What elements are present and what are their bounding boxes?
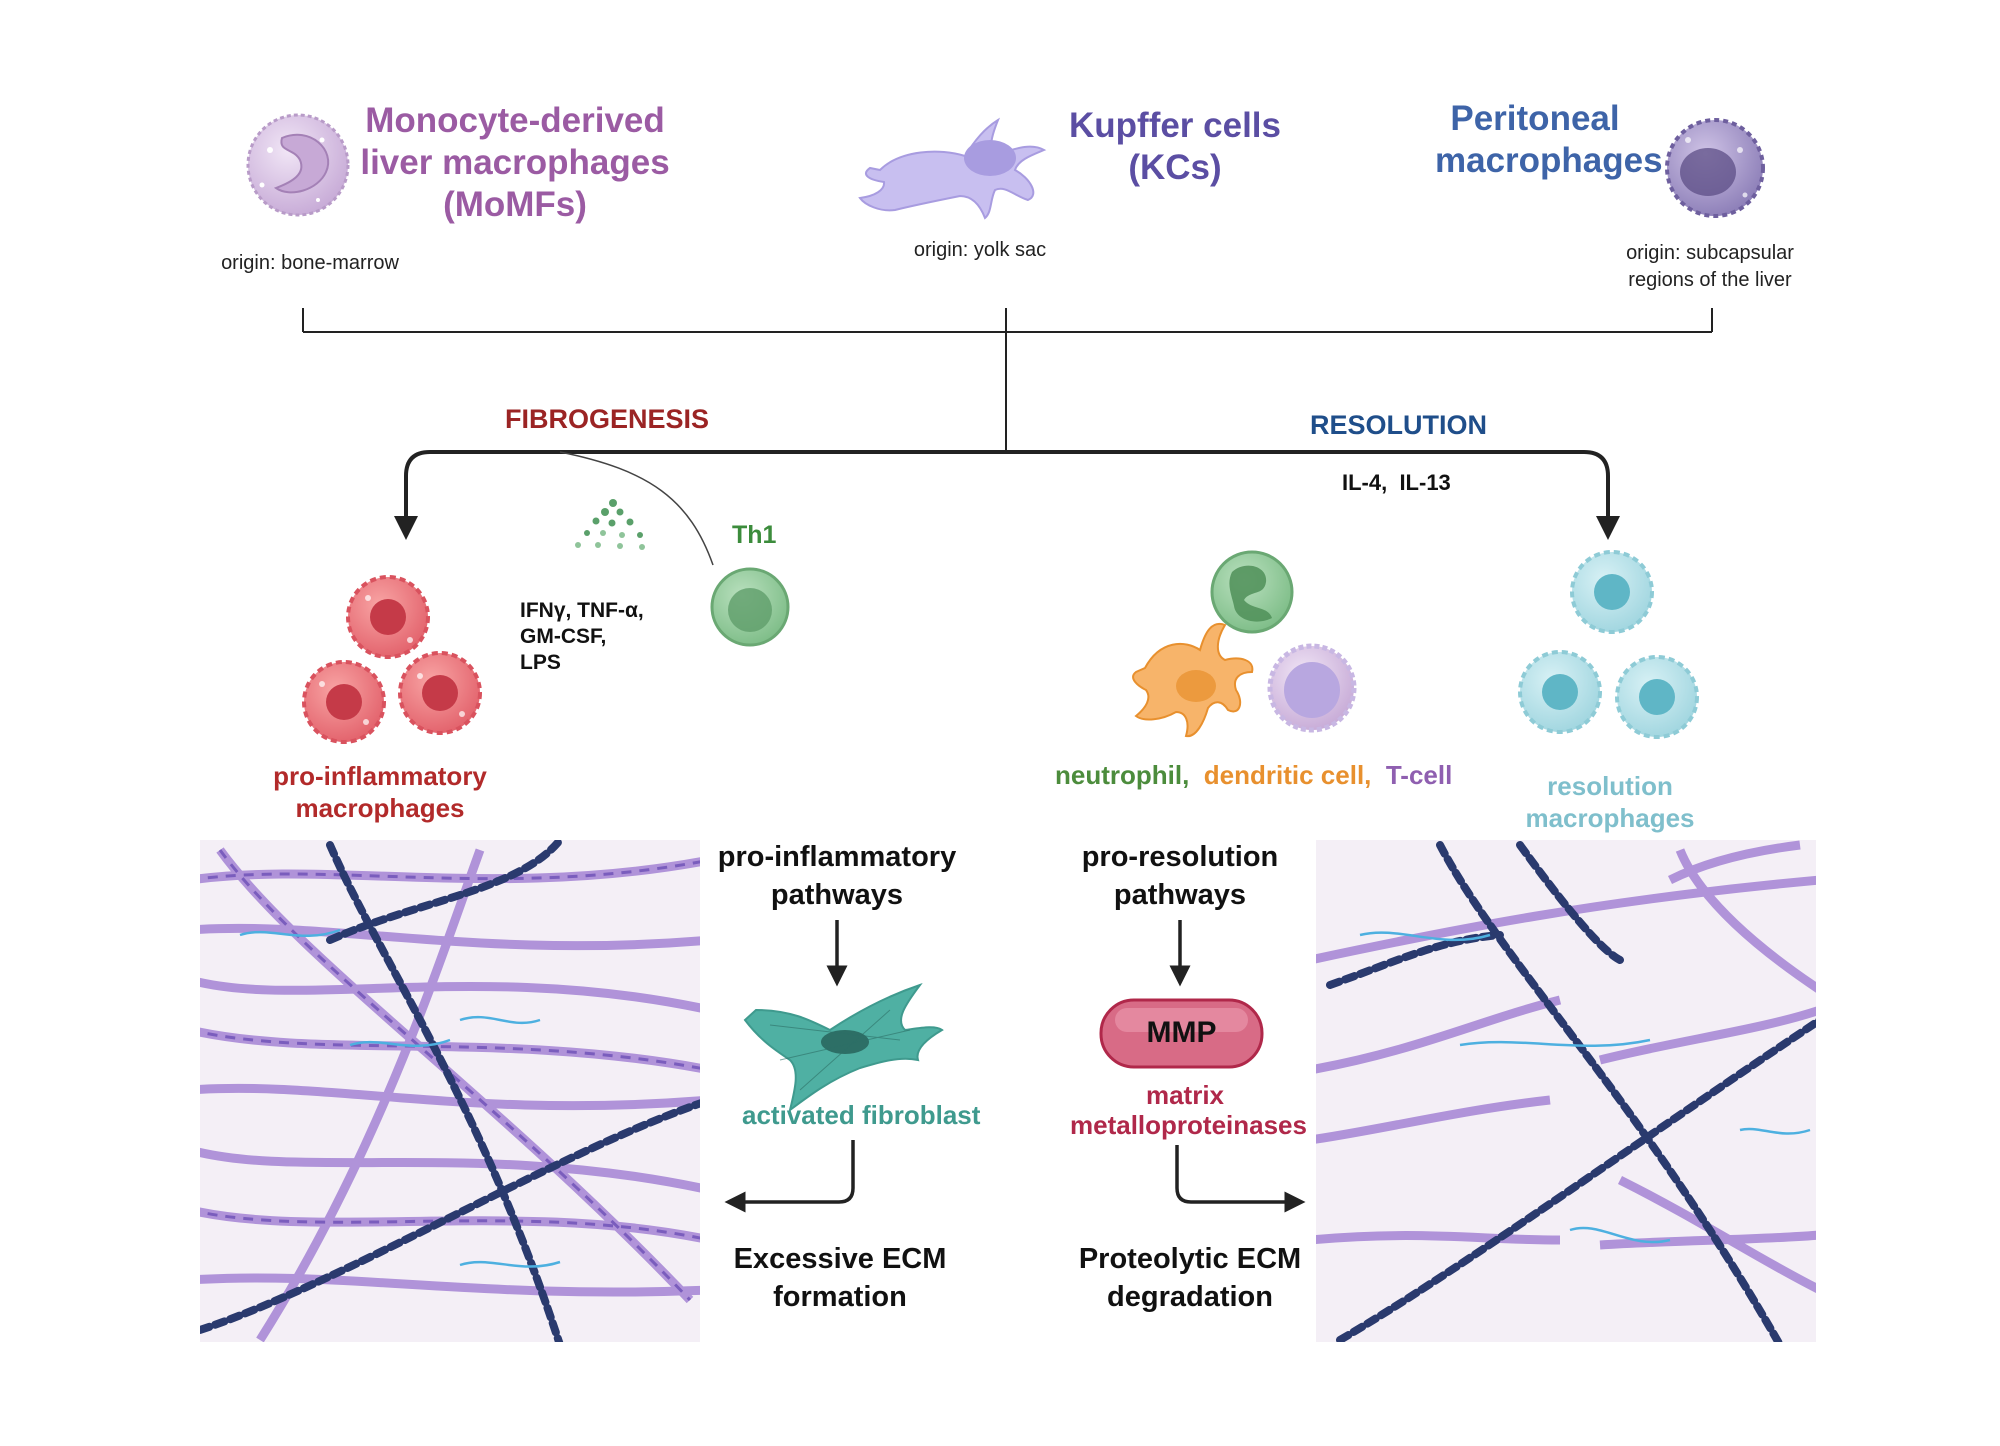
activated-fibroblast-label: activated fibroblast	[742, 1100, 981, 1130]
peritoneal-origin-line-2: regions of the liver	[1628, 269, 1792, 291]
prp-line-1: pro-resolution	[1081, 841, 1279, 873]
peritoneal-title-line-1: Peritoneal	[1450, 99, 1620, 138]
mmp-caption-line-2: metalloproteinases	[1070, 1110, 1307, 1140]
mmp-caption: matrix metalloproteinases	[1070, 1080, 1307, 1140]
cytokine-line-2: GM-CSF,	[520, 625, 607, 648]
pim-line-2: macrophages	[295, 793, 465, 823]
fibrogenic-cytokines: IFNγ, TNF-α, GM-CSF, LPS	[520, 598, 644, 676]
immune-cells-labels: neutrophil, dendritic cell, T-cell	[1055, 760, 1452, 791]
th1-connector	[559, 451, 714, 566]
pro-resolution-pathways-label: pro-resolution pathways	[1060, 838, 1300, 914]
kc-origin: origin: yolk sac	[913, 239, 1047, 261]
resolution-macrophages-icon	[1518, 550, 1699, 739]
dendritic-cell-icon	[1132, 622, 1254, 738]
mmp-caption-line-1: matrix	[1145, 1080, 1225, 1110]
pecm-line-2: degradation	[1107, 1281, 1273, 1313]
momf-title-line-1: Monocyte-derived	[365, 101, 665, 140]
momf-origin: origin: bone-marrow	[221, 252, 399, 274]
th1-cell-icon	[710, 567, 790, 647]
pip-line-2: pathways	[770, 879, 904, 911]
peritoneal-title: Peritoneal macrophages	[1435, 98, 1663, 182]
fibrogenesis-arrow	[394, 450, 1006, 540]
resolution-arrow	[1006, 450, 1620, 540]
kc-title-line-2: (KCs)	[1128, 148, 1222, 187]
activated-fibroblast-icon	[743, 983, 944, 1113]
prp-line-2: pathways	[1113, 879, 1247, 911]
mmp-to-ecm-arrow	[1175, 1145, 1306, 1213]
pro-inflammatory-pathways-label: pro-inflammatory pathways	[717, 838, 957, 914]
neutrophil-label: neutrophil,	[1055, 760, 1190, 790]
rm-line-1: resolution	[1547, 771, 1673, 801]
origin-bracket	[302, 308, 1713, 450]
momf-cell-icon	[246, 113, 350, 217]
proteolytic-ecm-label: Proteolytic ECM degradation	[1065, 1240, 1315, 1316]
pim-line-1: pro-inflammatory	[273, 761, 487, 791]
resolution-cytokines: IL-4, IL-13	[1342, 470, 1451, 495]
mmp-enzyme-icon	[1099, 998, 1264, 1069]
dendritic-cell-label: dendritic cell,	[1203, 760, 1372, 790]
excessive-ecm-label: Excessive ECM formation	[710, 1240, 970, 1316]
momf-title-line-2: liver macrophages	[360, 143, 670, 182]
resolution-macrophages-label: resolution macrophages	[1510, 770, 1710, 834]
cytokine-line-3: LPS	[520, 651, 561, 674]
cytokine-particles-icon	[575, 499, 645, 550]
ecm-panel-excessive	[200, 840, 700, 1342]
resolution-label: RESOLUTION	[1310, 410, 1488, 440]
kc-title-line-1: Kupffer cells	[1069, 106, 1281, 145]
t-cell-label: T-cell	[1385, 760, 1453, 790]
kupffer-cell-icon	[858, 117, 1047, 220]
pro-inflammatory-macrophages-icon	[302, 575, 482, 744]
peritoneal-macrophage-icon	[1665, 118, 1765, 218]
pip-line-1: pro-inflammatory	[717, 841, 957, 873]
mmp-label: MMP	[1146, 1016, 1217, 1049]
ecm-panel-degraded	[1316, 840, 1816, 1342]
th1-label: Th1	[732, 521, 777, 549]
fibrogenesis-label: FIBROGENESIS	[505, 404, 710, 434]
momf-title-line-3: (MoMFs)	[443, 185, 587, 224]
pro-inflammatory-macrophages-label: pro-inflammatory macrophages	[260, 760, 500, 824]
cytokine-line-1: IFNγ, TNF-α,	[520, 599, 644, 622]
fibroblast-to-ecm-arrow	[724, 1140, 855, 1213]
neutrophil-icon	[1210, 550, 1294, 634]
rm-line-2: macrophages	[1525, 803, 1695, 833]
kc-title: Kupffer cells (KCs)	[1060, 105, 1290, 189]
pecm-line-1: Proteolytic ECM	[1078, 1243, 1302, 1275]
peritoneal-origin-line-1: origin: subcapsular	[1626, 242, 1794, 264]
eecm-line-1: Excessive ECM	[733, 1243, 947, 1275]
eecm-line-2: formation	[773, 1281, 907, 1313]
peritoneal-origin: origin: subcapsular regions of the liver	[1595, 240, 1825, 294]
peritoneal-title-line-2: macrophages	[1435, 141, 1663, 180]
momf-title: Monocyte-derived liver macrophages (MoMF…	[350, 100, 680, 226]
t-cell-icon	[1267, 643, 1357, 733]
